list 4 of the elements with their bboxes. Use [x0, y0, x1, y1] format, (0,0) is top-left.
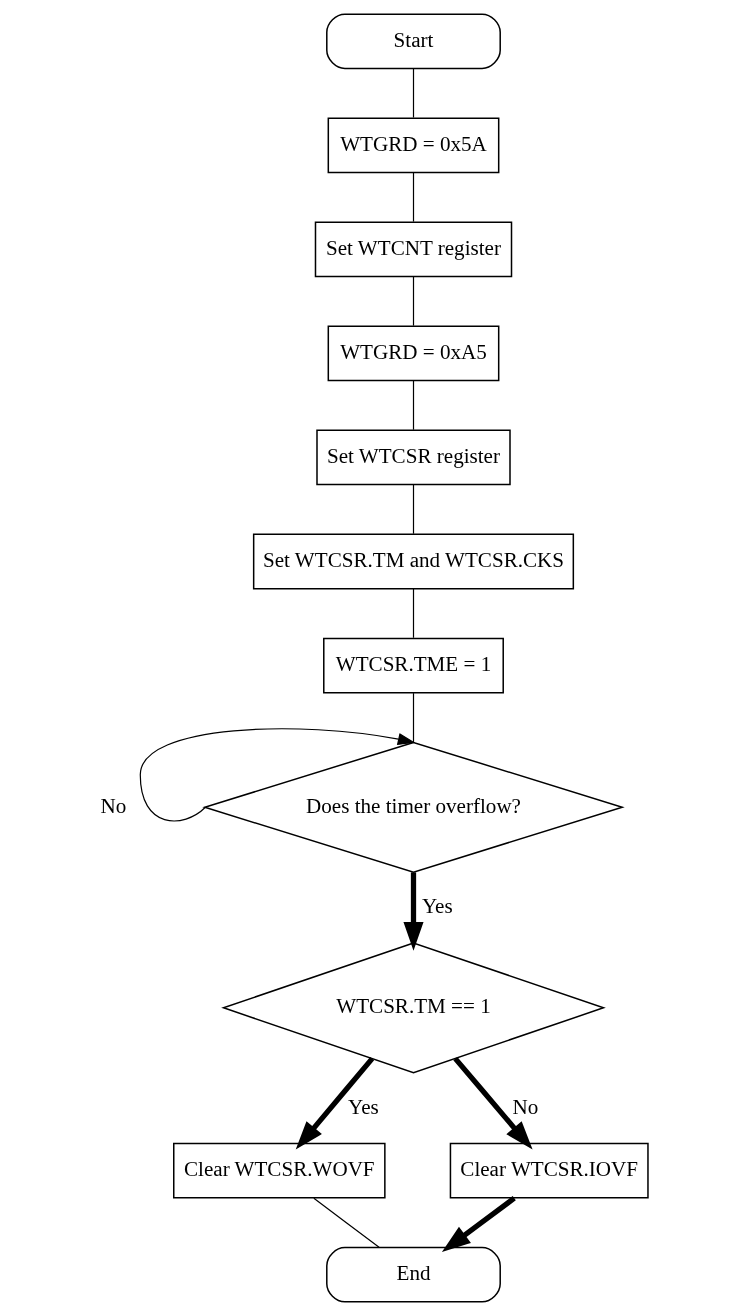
edge-label: Yes	[421, 894, 453, 919]
edge-label: No	[512, 1094, 539, 1119]
edge-label: Yes	[348, 1094, 379, 1119]
edge-label: No	[100, 793, 127, 818]
